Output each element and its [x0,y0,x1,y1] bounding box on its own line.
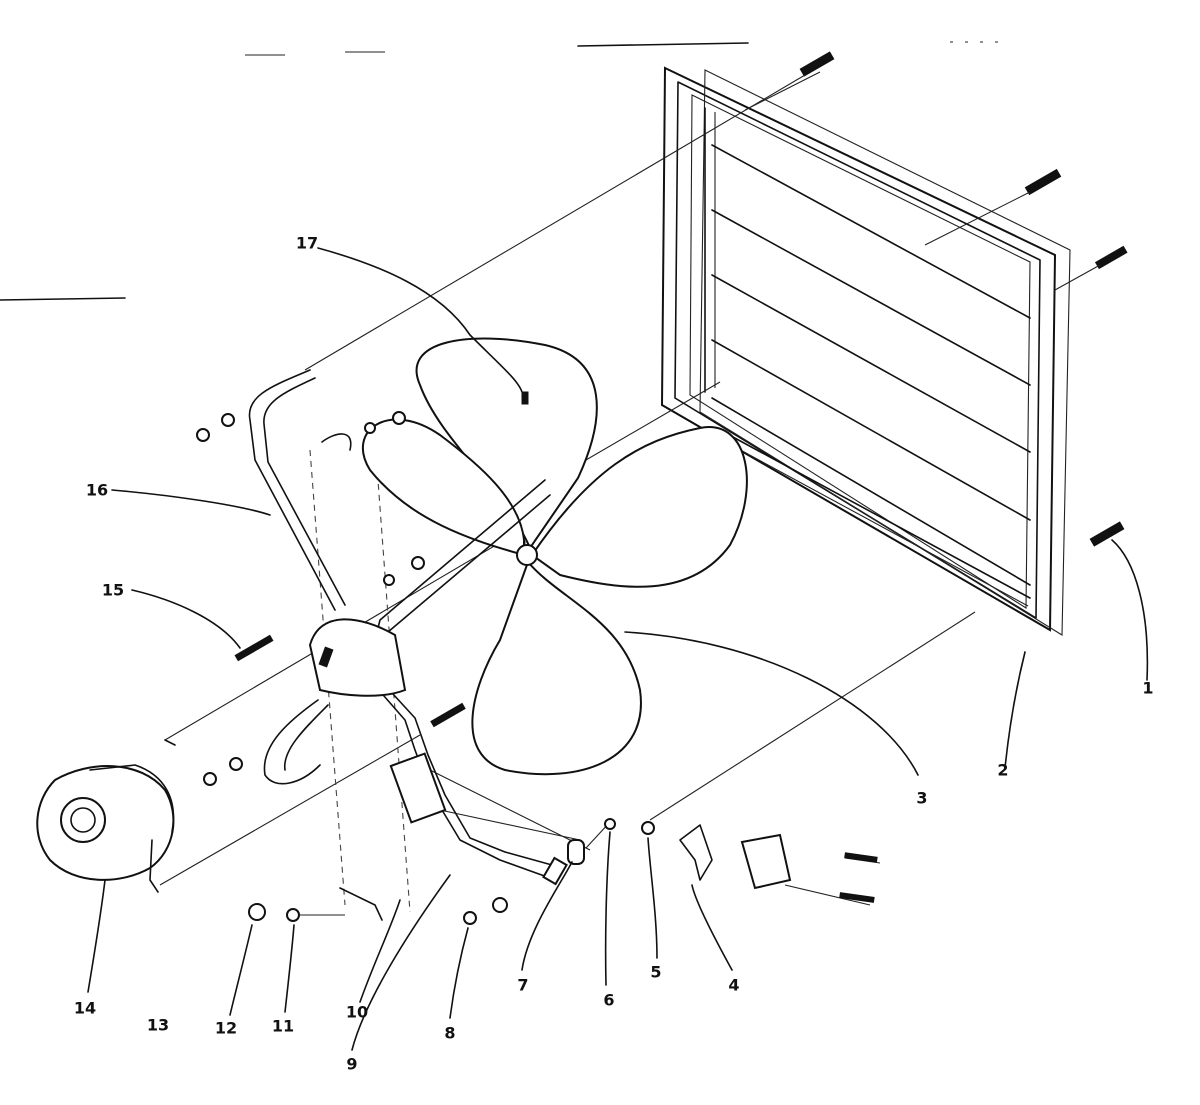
callout-14: 14 [73,998,97,1018]
grille-screws [744,51,1128,547]
nut-icon [286,908,300,922]
callout-6: 6 [603,990,615,1010]
screw-icon [844,852,878,863]
washer-icon [221,413,235,427]
nut-icon [463,911,477,925]
callout-16: 16 [85,480,109,500]
fan-blade [362,337,748,776]
nut-icon [203,772,217,786]
scan-artifacts [0,41,1010,301]
callout-1: 1 [1142,678,1154,698]
capacitor-clip-icon [567,839,585,865]
callout-leaders [87,247,1149,1051]
screw-icon [1024,168,1062,196]
screw-icon [430,702,466,728]
nut-icon [364,422,376,434]
cover-plate-icon [740,833,792,890]
callout-11: 11 [271,1016,295,1036]
callout-3: 3 [916,788,928,808]
washer-icon [392,411,406,425]
louver-grille-assembly [660,66,1071,636]
washer-icon [641,821,655,835]
louver-slats [711,144,1031,586]
screw-icon [1089,521,1125,547]
motor-clamp [263,618,407,785]
screw-icon [234,634,274,662]
screw-icon [1094,245,1128,270]
setscrew-icon [521,391,529,405]
callout-7: 7 [517,975,529,995]
callout-5: 5 [650,962,662,982]
washer-icon [248,903,266,921]
clip-icon [321,433,352,451]
clip-icon [339,887,383,921]
callout-15: 15 [101,580,125,600]
callout-17: 17 [295,233,319,253]
nut-icon [604,818,616,830]
washer-icon [492,897,508,913]
nut-icon [383,574,395,586]
nut-icon [196,428,210,442]
callout-13: 13 [146,1015,170,1035]
motor-mount-arm [248,369,346,611]
callout-12: 12 [214,1018,238,1038]
screw-icon [839,892,875,903]
callout-10: 10 [345,1002,369,1022]
callout-2: 2 [997,760,1009,780]
screw-icon [799,51,835,77]
washer-icon [229,757,243,771]
callout-8: 8 [444,1023,456,1043]
callout-9: 9 [346,1054,358,1074]
fan-motor [36,739,176,893]
washer-icon [411,556,425,570]
bracket-icon [679,824,713,881]
fasteners [196,391,878,925]
callout-4: 4 [728,975,740,995]
